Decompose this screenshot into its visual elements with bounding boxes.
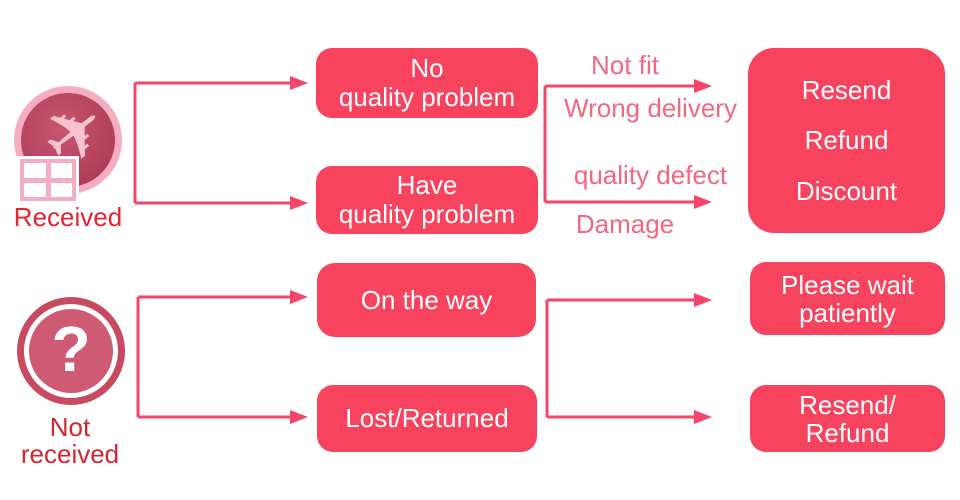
- outcome-box-resend-refund: Resend/ Refund: [750, 385, 945, 452]
- giftbox-pane: [50, 163, 72, 178]
- state-box-lost-returned: Lost/Returned: [317, 385, 537, 452]
- question-glyph: ?: [51, 313, 91, 385]
- reason-wrong-delivery: Wrong delivery: [564, 93, 737, 123]
- reason-damage: Damage: [575, 209, 675, 239]
- not-received-branch-connector: [136, 290, 308, 424]
- giftbox-icon: [17, 156, 79, 204]
- received-outcome-connector: [543, 79, 712, 209]
- outcome-resend: Resend: [801, 74, 892, 105]
- outcome-box-please-wait: Please wait patiently: [750, 262, 945, 335]
- reason-not-fit: Not fit: [591, 50, 659, 80]
- giftbox-pane: [24, 182, 46, 197]
- outcome-box-received: Resend Refund Discount: [748, 48, 945, 233]
- state-box-have-quality-problem: Have quality problem: [316, 166, 538, 234]
- received-branch-connector: [133, 76, 308, 210]
- received-label: Received: [13, 202, 123, 232]
- state-box-on-the-way: On the way: [317, 263, 536, 337]
- giftbox-pane: [50, 182, 72, 197]
- not-received-icon: ?: [17, 297, 125, 405]
- reason-quality-defect: quality defect: [573, 160, 728, 190]
- not-received-outcome-connector: [545, 293, 712, 424]
- state-box-no-quality-problem: No quality problem: [316, 48, 538, 118]
- giftbox-pane: [24, 163, 46, 178]
- outcome-discount: Discount: [795, 175, 898, 206]
- question-icon: ?: [29, 309, 113, 393]
- not-received-label: Not received: [20, 412, 120, 469]
- outcome-refund: Refund: [804, 125, 889, 155]
